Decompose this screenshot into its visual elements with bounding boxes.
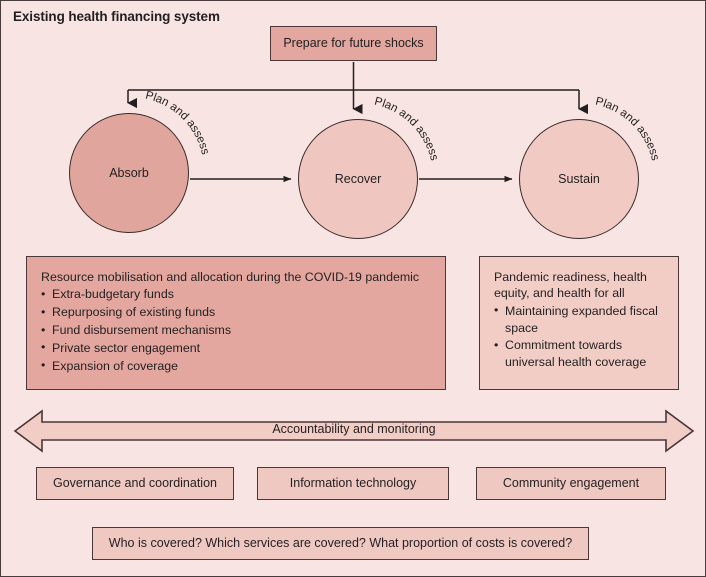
- prepare-distribution-connector: [127, 62, 589, 115]
- readiness-panel-heading: Pandemic readiness, health equity, and h…: [494, 270, 647, 301]
- enabler-box-information-technology[interactable]: Information technology: [257, 467, 449, 500]
- enabler-information-technology-label: Information technology: [289, 476, 417, 491]
- cycle-node-sustain-label: Sustain: [558, 172, 600, 186]
- cycle-node-absorb[interactable]: Absorb: [69, 113, 189, 233]
- resource-panel-bullets: Extra-budgetary funds Repurposing of exi…: [41, 286, 431, 374]
- resource-mobilisation-panel: Resource mobilisation and allocation dur…: [26, 256, 446, 390]
- page-title: Existing health financing system: [13, 9, 220, 24]
- accountability-arrow-shape: [13, 409, 695, 453]
- pandemic-readiness-panel: Pandemic readiness, health equity, and h…: [479, 256, 679, 390]
- prepare-box-label: Prepare for future shocks: [283, 36, 424, 51]
- cycle-node-recover[interactable]: Recover: [298, 119, 418, 239]
- cycle-node-absorb-label: Absorb: [109, 166, 149, 180]
- cycle-node-sustain[interactable]: Sustain: [519, 119, 639, 239]
- enabler-governance-label: Governance and coordination: [52, 476, 217, 491]
- enabler-box-governance[interactable]: Governance and coordination: [36, 467, 234, 500]
- readiness-panel-bullets: Maintaining expanded fiscal space Commit…: [494, 302, 666, 371]
- coverage-question-box[interactable]: Who is covered? Which services are cover…: [92, 527, 589, 560]
- prepare-for-future-shocks-box[interactable]: Prepare for future shocks: [270, 26, 437, 61]
- cycle-node-recover-label: Recover: [334, 172, 382, 186]
- list-item: Expansion of coverage: [41, 357, 431, 375]
- list-item: Private sector engagement: [41, 339, 431, 357]
- enabler-box-community-engagement[interactable]: Community engagement: [476, 467, 666, 500]
- list-item: Commitment towards universal health cove…: [494, 337, 666, 371]
- list-item: Fund disbursement mechanisms: [41, 322, 431, 339]
- list-item: Maintaining expanded fiscal space: [494, 302, 666, 337]
- coverage-question-label: Who is covered? Which services are cover…: [108, 536, 573, 551]
- enabler-community-engagement-label: Community engagement: [502, 476, 640, 491]
- list-item: Extra-budgetary funds: [41, 286, 431, 303]
- resource-panel-heading: Resource mobilisation and allocation dur…: [41, 270, 420, 284]
- list-item: Repurposing of existing funds: [41, 304, 431, 321]
